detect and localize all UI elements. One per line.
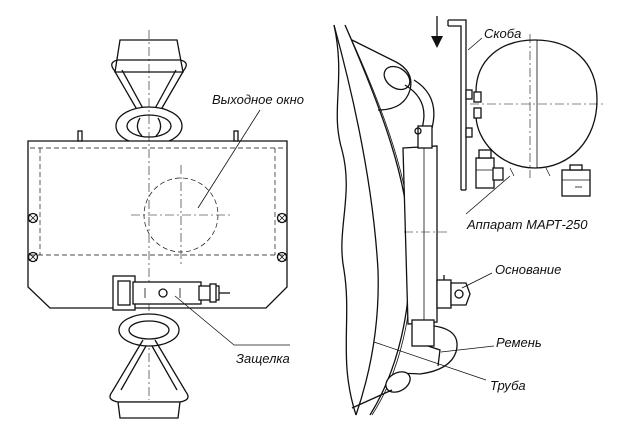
housing-front <box>27 30 288 400</box>
device-foot <box>475 149 504 189</box>
output-window <box>131 165 231 265</box>
label-latch: Защелка <box>236 351 290 366</box>
label-output-window: Выходное окно <box>212 92 304 107</box>
label-strap: Ремень <box>496 335 542 350</box>
front-view <box>27 30 290 419</box>
device-foot <box>561 164 591 197</box>
label-base: Основание <box>495 262 561 277</box>
strap-upper-side <box>351 39 435 133</box>
side-screw-icon <box>27 212 288 263</box>
latch-assembly <box>112 275 230 311</box>
strap-lower-side <box>351 319 458 409</box>
housing-side <box>402 125 448 325</box>
arrow-down-icon <box>431 16 443 48</box>
lower-strap <box>109 313 189 419</box>
device-mart-250 <box>470 34 605 197</box>
label-bracket: Скоба <box>484 26 521 41</box>
base-clamp <box>436 275 471 309</box>
side-view <box>333 16 605 416</box>
label-device: Аппарат МАРТ-250 <box>466 217 588 232</box>
label-pipe: Труба <box>490 378 526 393</box>
bracket <box>447 19 473 191</box>
